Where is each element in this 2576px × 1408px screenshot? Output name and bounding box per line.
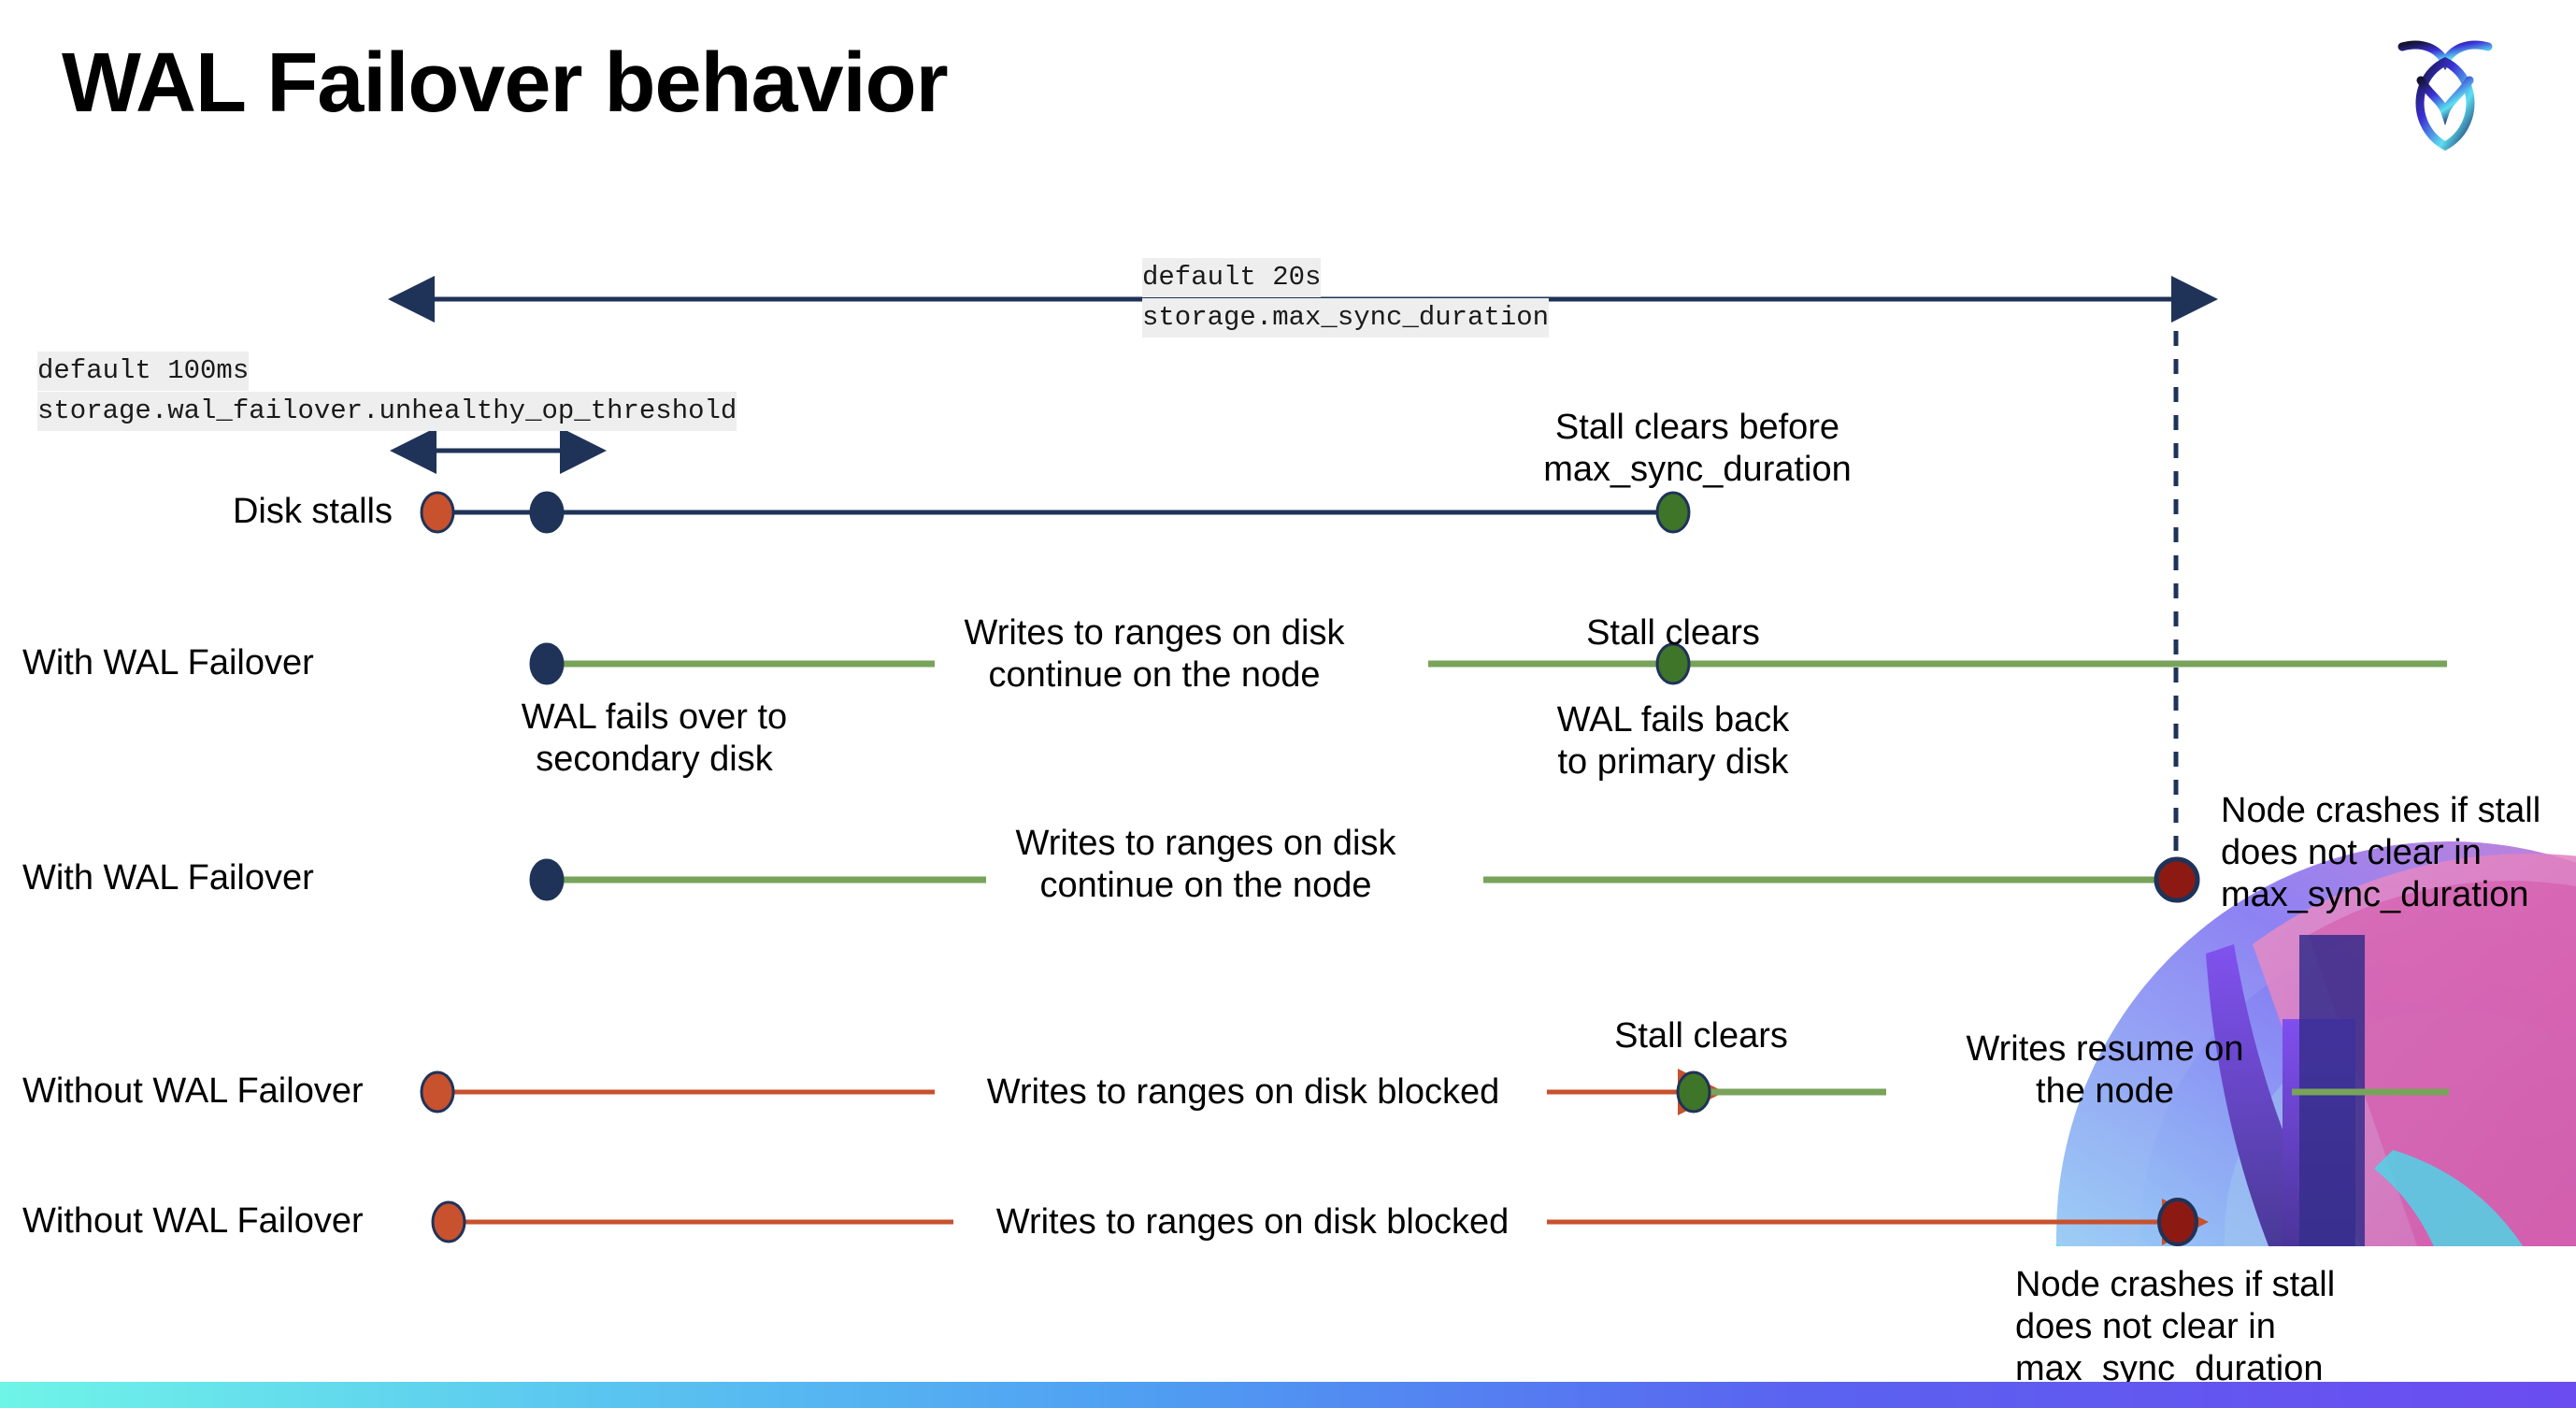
annotation-stall-clears-before-max-sync: Stall clears before max_sync_duration (1543, 408, 1852, 489)
row3-node-crash-dot (2154, 856, 2200, 903)
row-label-with-wal-failover-2: With WAL Failover (22, 858, 314, 898)
row5-node-crash-dot (2157, 1198, 2198, 1246)
max-sync-duration-default-label: default 20s (1142, 258, 1322, 298)
annotation-stall-clears-2: Stall clears (1614, 1016, 1788, 1056)
row2-failover-dot (529, 642, 565, 685)
page-title: WAL Failover behavior (62, 36, 949, 130)
row-label-without-wal-failover-2: Without WAL Failover (22, 1201, 364, 1241)
annotation-wal-fails-back: WAL fails back to primary disk (1556, 700, 1790, 782)
unhealthy-op-threshold-default-label: default 100ms (37, 352, 250, 392)
annotation-writes-blocked-2: Writes to ranges on disk blocked (995, 1202, 1510, 1242)
cockroachdb-logo-icon (2389, 26, 2501, 157)
annotation-writes-continue-2: Writes to ranges on disk continue on the… (1015, 824, 1396, 905)
annotation-writes-blocked-1: Writes to ranges on disk blocked (986, 1072, 1500, 1112)
row2-stall-clear-dot (1655, 642, 1691, 685)
row1-stall-start-dot (420, 491, 455, 534)
annotation-writes-resume: Writes resume on the node (1966, 1029, 2244, 1111)
annotation-writes-continue-1: Writes to ranges on disk continue on the… (964, 613, 1345, 695)
annotation-stall-clears-1: Stall clears (1586, 613, 1760, 653)
row4-stall-start-dot (420, 1070, 455, 1113)
row4-stall-clear-dot (1676, 1070, 1711, 1113)
annotation-node-crashes-2: Node crashes if stall does not clear in … (2015, 1265, 2336, 1388)
max-sync-duration-setting-label: storage.max_sync_duration (1142, 298, 1550, 338)
node-crash-callout-box (1953, 1246, 2576, 1408)
row-label-disk-stalls: Disk stalls (232, 492, 393, 531)
unhealthy-op-threshold-setting-label: storage.wal_failover.unhealthy_op_thresh… (37, 392, 737, 432)
row1-failover-dot (529, 491, 565, 534)
row1-stall-clear-dot (1655, 491, 1691, 534)
row5-stall-start-dot (431, 1200, 466, 1243)
row-label-with-wal-failover-1: With WAL Failover (22, 643, 314, 682)
row-label-without-wal-failover-1: Without WAL Failover (22, 1071, 364, 1111)
annotation-node-crashes-1: Node crashes if stall does not clear in … (2221, 791, 2541, 914)
row3-failover-dot (529, 858, 565, 901)
bottom-gradient-bar (0, 1382, 2576, 1408)
annotation-wal-fails-over: WAL fails over to secondary disk (521, 697, 788, 779)
